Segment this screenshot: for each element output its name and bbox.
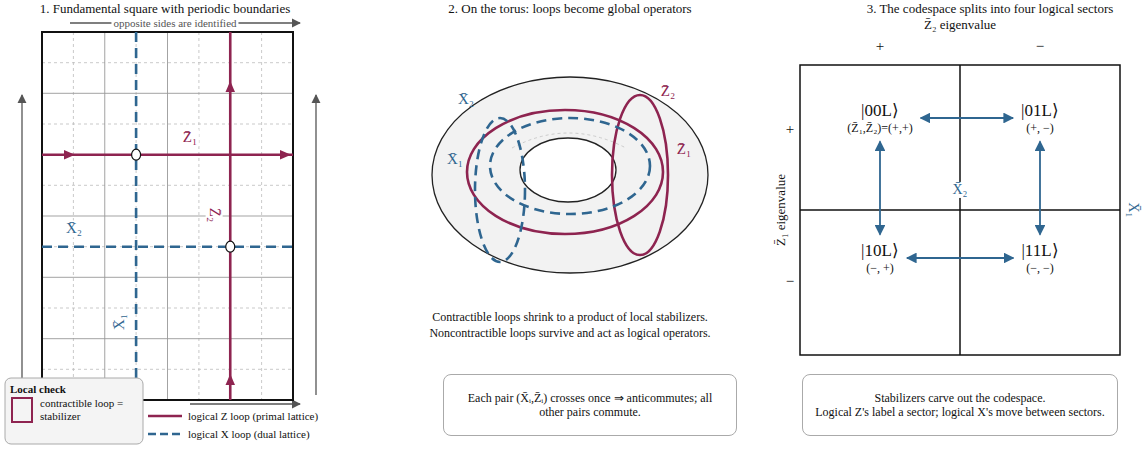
logical-x-loop bbox=[475, 118, 525, 262]
legend-item: logical X loop (dual lattice) bbox=[188, 428, 310, 441]
operator-label: Z̄₁ bbox=[677, 141, 691, 158]
operator-label: X̄₁ bbox=[1125, 203, 1141, 218]
grid-line bbox=[42, 154, 293, 155]
operator-label: X̄₁ bbox=[447, 151, 463, 168]
transition-arrow bbox=[1039, 141, 1041, 234]
logical-x-loop bbox=[42, 245, 293, 248]
panel-title: 3. The codespace splits into four logica… bbox=[867, 2, 1114, 17]
boundary-arrow bbox=[21, 95, 22, 395]
sign-pair: (Z̄₁,Z̄₂)=(+,+) bbox=[847, 121, 912, 135]
boundary-arrow bbox=[190, 403, 300, 404]
operator-label: X̄₁ bbox=[111, 312, 128, 332]
grid-line bbox=[42, 338, 293, 339]
operator-label: Z̄₂ bbox=[205, 206, 222, 224]
panel-title: 1. Fundamental square with periodic boun… bbox=[40, 2, 291, 17]
logical-z-loop bbox=[612, 95, 668, 255]
grid-line bbox=[42, 93, 293, 94]
sign-pair: (−, −) bbox=[1021, 261, 1058, 275]
operator-label: Z̄₂ bbox=[661, 83, 675, 100]
transition-arrow bbox=[907, 257, 1014, 259]
loop-arrowhead bbox=[226, 81, 236, 92]
operator-label: Z̄₁ bbox=[181, 129, 199, 146]
crossing-point bbox=[132, 149, 141, 160]
legend-swatch bbox=[148, 416, 182, 417]
legend-heading: Local check bbox=[10, 383, 66, 396]
axis-title: Z̄₁ eigenvalue bbox=[774, 174, 789, 246]
note-text: Each pair (X̄ᵢ,Z̄ᵢ) crosses once ⇒ antic… bbox=[456, 391, 724, 420]
logical-x-loop bbox=[135, 32, 138, 400]
panel-title: 2. On the torus: loops become global ope… bbox=[448, 2, 691, 17]
state-cell: |00L⟩(Z̄₁,Z̄₂)=(+,+) bbox=[843, 99, 916, 138]
legend-text: logical X loop (dual lattice) bbox=[188, 428, 310, 440]
axis-sign: − bbox=[1036, 38, 1044, 55]
axis-title: Z̄₂ eigenvalue bbox=[924, 18, 996, 33]
state-ket: |01L⟩ bbox=[1021, 101, 1059, 121]
torus-hole bbox=[520, 138, 616, 202]
note-box: Each pair (X̄ᵢ,Z̄ᵢ) crosses once ⇒ antic… bbox=[443, 374, 737, 437]
swatch-shape bbox=[12, 398, 32, 422]
legend-item: contractible loop = stabilizer bbox=[40, 397, 132, 422]
legend-text: contractible loop = stabilizer bbox=[40, 397, 123, 422]
state-ket: |10L⟩ bbox=[861, 241, 899, 261]
state-cell: |11L⟩(−, −) bbox=[1017, 239, 1062, 278]
boundary-arrow bbox=[315, 95, 316, 395]
boundary-note: opposite sides are identified bbox=[111, 17, 238, 30]
loop-arrowhead bbox=[64, 150, 75, 159]
sign-pair: (−, +) bbox=[861, 261, 899, 275]
operator-label: X̄₂ bbox=[64, 220, 84, 237]
note-text: Logical Z's label a sector; logical X's … bbox=[815, 405, 1105, 419]
state-ket: |00L⟩ bbox=[847, 101, 912, 121]
sector-divider bbox=[800, 209, 1120, 211]
crossing-point bbox=[226, 241, 235, 252]
axis-sign: + bbox=[786, 121, 794, 138]
primal-lattice bbox=[42, 32, 293, 400]
state-ket: |11L⟩ bbox=[1021, 241, 1058, 261]
state-cell: |10L⟩(−, +) bbox=[857, 239, 903, 278]
swatch-line bbox=[148, 433, 182, 436]
note-text: Stabilizers carve out the codespace. bbox=[815, 391, 1105, 405]
legend-text: logical Z loop (primal lattice) bbox=[188, 410, 318, 422]
transition-arrow bbox=[879, 141, 881, 234]
note-box: Stabilizers carve out the codespace.Logi… bbox=[802, 374, 1118, 437]
legend-item: logical Z loop (primal lattice) bbox=[188, 410, 318, 423]
torus-surface bbox=[432, 77, 708, 273]
grid-line bbox=[42, 277, 293, 278]
fundamental-square bbox=[42, 32, 293, 400]
loop-arrowhead bbox=[226, 374, 236, 385]
logical-z-loop bbox=[42, 153, 293, 156]
axis-sign: − bbox=[786, 273, 794, 290]
loop-arrowhead bbox=[280, 150, 291, 159]
dual-lattice bbox=[42, 32, 293, 400]
grid-line bbox=[136, 32, 137, 400]
operator-label: X̄₂ bbox=[951, 182, 970, 198]
logical-z-loop bbox=[467, 110, 663, 234]
state-cell: |01L⟩(+, −) bbox=[1017, 99, 1063, 138]
sign-pair: (+, −) bbox=[1021, 121, 1059, 135]
operator-label: X̄₂ bbox=[458, 91, 474, 108]
transition-arrow bbox=[921, 117, 1013, 119]
caption-line: Contractible loops shrink to a product o… bbox=[432, 311, 708, 325]
legend-swatch bbox=[148, 434, 182, 435]
caption-line: Noncontractible loops survive and act as… bbox=[429, 327, 710, 341]
legend-swatch bbox=[12, 398, 32, 422]
torus-hidden-edge bbox=[512, 133, 626, 148]
axis-sign: + bbox=[876, 38, 884, 55]
swatch-line bbox=[148, 415, 182, 418]
grid-line bbox=[42, 216, 293, 217]
sector-grid bbox=[800, 65, 1120, 355]
legend-panel bbox=[5, 378, 143, 444]
